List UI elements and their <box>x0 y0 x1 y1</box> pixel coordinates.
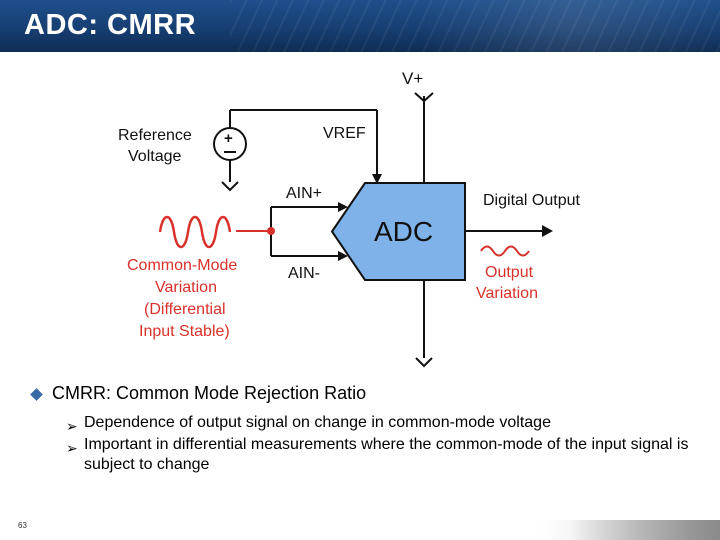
ground-icon <box>221 181 239 192</box>
footer-accent <box>570 520 720 540</box>
sub-bullet-list: ➢ Dependence of output signal on change … <box>66 413 696 475</box>
vref-arrowhead-icon <box>372 174 382 184</box>
digital-output-arrowhead-icon <box>542 225 553 237</box>
title-bar: ADC: CMRR <box>0 0 720 52</box>
common-mode-label-1: Common-Mode <box>127 257 237 274</box>
adc-block <box>330 182 466 281</box>
sub-bullet-text: Dependence of output signal on change in… <box>84 414 551 431</box>
ain-plus-arrowhead-icon <box>338 202 348 212</box>
vplus-label: V+ <box>402 69 423 88</box>
ain-minus-arrowhead-icon <box>338 251 348 261</box>
title-bar-pattern <box>230 0 720 52</box>
ain-plus-label: AIN+ <box>286 185 322 202</box>
digital-output-label: Digital Output <box>483 192 580 209</box>
arrow-bullet-icon: ➢ <box>66 418 78 434</box>
reference-label-2: Voltage <box>128 148 181 165</box>
arrow-bullet-icon: ➢ <box>66 440 78 456</box>
page-number: 63 <box>18 521 27 530</box>
common-mode-wave-icon <box>158 215 232 249</box>
adc-ground-icon <box>415 357 433 368</box>
common-mode-label-2: Variation <box>155 279 217 296</box>
sub-bullet: ➢ Important in differential measurements… <box>66 435 696 475</box>
output-variation-label-1: Output <box>485 264 534 281</box>
common-mode-label-3: (Differential <box>144 301 226 318</box>
output-variation-label-2: Variation <box>476 285 538 302</box>
cmrr-diagram: V+ Reference Voltage + VREF ADC AIN+ AIN… <box>118 69 580 368</box>
reference-label-1: Reference <box>118 127 192 144</box>
slide-title: ADC: CMRR <box>24 9 197 41</box>
bullet-list: CMRR: Common Mode Rejection Ratio ➢ Depe… <box>30 383 700 473</box>
common-mode-label-4: Input Stable) <box>139 323 230 340</box>
sub-bullet-text: Important in differential measurements w… <box>84 436 689 473</box>
vref-label: VREF <box>323 125 366 142</box>
output-variation-wave-icon <box>480 245 530 257</box>
footer-bar <box>0 520 720 540</box>
adc-label: ADC <box>374 216 433 247</box>
sub-bullet: ➢ Dependence of output signal on change … <box>66 413 696 434</box>
plus-sign: + <box>224 130 233 147</box>
main-bullet-text: CMRR: Common Mode Rejection Ratio <box>52 383 367 403</box>
ain-minus-label: AIN- <box>288 265 320 282</box>
common-mode-node <box>267 227 275 235</box>
diamond-bullet-icon <box>30 388 43 401</box>
main-bullet: CMRR: Common Mode Rejection Ratio <box>30 383 700 409</box>
